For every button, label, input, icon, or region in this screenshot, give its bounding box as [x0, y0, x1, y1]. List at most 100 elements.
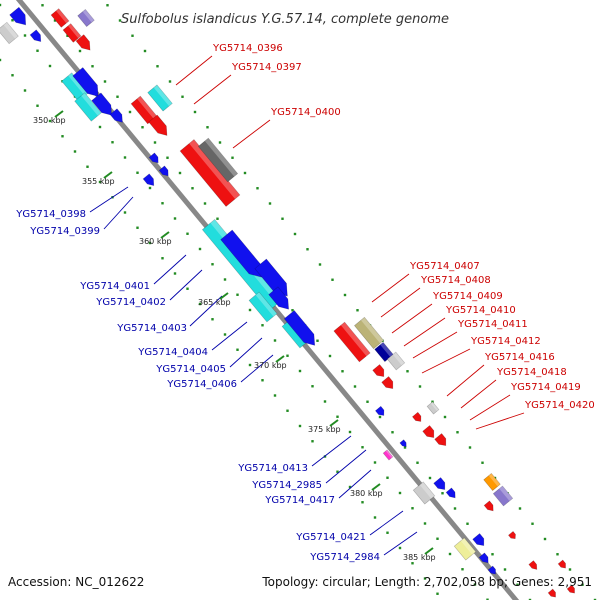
gene-feature: [508, 530, 516, 540]
frame-dot: [61, 135, 64, 138]
gene-arrow: [487, 565, 496, 575]
frame-dot: [503, 568, 507, 571]
frame-dot: [423, 577, 427, 580]
label-leader-line: [193, 74, 232, 105]
gene-box-highlight: [488, 473, 501, 487]
frame-dot: [161, 202, 164, 205]
gene-box-highlight: [360, 317, 384, 344]
frame-dot: [286, 354, 289, 357]
frame-dot: [423, 522, 427, 525]
gene-box: [453, 537, 477, 561]
label-leader-line: [325, 449, 367, 484]
gene-arrow: [472, 533, 485, 546]
gene-feature: [354, 316, 384, 350]
gene-feature: [72, 67, 99, 97]
gene-arrow: [148, 152, 159, 164]
gene-label: YG5714_0403: [116, 323, 187, 334]
frame-dot: [116, 95, 119, 98]
frame-dot: [111, 141, 114, 144]
gene-box: [492, 485, 514, 507]
tick-mark: [54, 110, 64, 118]
tick-label: 385 kbp: [403, 553, 436, 562]
gene-label: YG5714_0404: [137, 347, 208, 358]
frame-dot: [391, 431, 394, 434]
gene-arrow: [72, 67, 99, 97]
gene-feature: [248, 291, 278, 323]
gene-feature: [268, 286, 289, 310]
frame-dot: [136, 226, 139, 229]
gene-arrow: [9, 6, 27, 26]
frame-dot: [248, 363, 252, 367]
gene-feature: [148, 114, 168, 136]
frame-dot: [103, 80, 107, 83]
gene-feature: [77, 8, 95, 28]
frame-dot: [248, 308, 252, 312]
gene-feature: [382, 449, 394, 461]
gene-box-highlight: [392, 352, 405, 366]
frame-dot: [78, 49, 82, 53]
frame-dot: [411, 562, 414, 565]
frame-dot: [353, 385, 357, 388]
gene-feature: [434, 433, 447, 446]
frame-dot: [216, 217, 219, 220]
gene-arrow: [399, 439, 407, 448]
gene-feature: [386, 351, 406, 371]
tick-label: 375 kbp: [308, 425, 341, 434]
frame-dot: [41, 4, 44, 7]
gene-feature: [148, 152, 159, 164]
frame-dot: [86, 165, 89, 168]
gene-feature: [483, 472, 501, 492]
frame-dot: [341, 370, 344, 373]
gene-arrow: [557, 559, 566, 569]
gene-feature: [472, 533, 485, 546]
gene-arrow: [29, 29, 42, 43]
frame-dot: [128, 110, 132, 114]
gene-feature: [158, 165, 169, 177]
gene-box: [197, 137, 239, 183]
gene-label: YG5714_0397: [231, 62, 302, 73]
tick-label: 360 kbp: [139, 237, 172, 246]
gene-box: [382, 449, 394, 461]
gene-box-highlight: [137, 96, 157, 119]
gene-box: [386, 351, 406, 371]
gene-feature: [197, 137, 239, 183]
gene-label: YG5714_0411: [457, 319, 528, 330]
label-leader-line: [89, 186, 129, 213]
gene-feature: [375, 405, 385, 416]
gene-feature: [557, 559, 566, 569]
frame-dot: [306, 248, 309, 251]
label-leader-line: [446, 364, 485, 397]
gene-arrow: [547, 588, 556, 598]
frame-dot: [166, 156, 169, 159]
frame-dot: [286, 409, 289, 412]
frame-dot: [486, 598, 489, 600]
frame-dot: [481, 461, 484, 464]
frame-dot: [336, 470, 339, 473]
label-leader-line: [240, 354, 274, 383]
gene-feature: [483, 500, 494, 512]
tick-mark: [329, 419, 339, 427]
gene-feature: [566, 584, 575, 594]
frame-dot: [136, 171, 139, 174]
gene-feature: [147, 84, 173, 112]
frame-dot: [331, 278, 334, 281]
label-leader-line: [412, 331, 458, 359]
gene-label: YG5714_0406: [166, 379, 237, 390]
gene-box-highlight: [380, 342, 394, 358]
gene-feature: [426, 401, 440, 415]
frame-dot: [193, 110, 197, 114]
frame-dot: [173, 217, 177, 220]
gene-label: YG5714_0398: [15, 209, 86, 220]
gene-feature: [487, 565, 496, 575]
tick-label: 370 kbp: [254, 361, 287, 370]
gene-feature: [75, 34, 91, 51]
frame-dot: [343, 293, 347, 297]
frame-dot: [231, 156, 234, 159]
gene-label: YG5714_0421: [295, 532, 366, 543]
gene-label: YG5714_0410: [445, 305, 516, 316]
frame-dot: [23, 89, 27, 92]
frame-dot: [416, 461, 419, 464]
gene-feature: [381, 376, 394, 389]
gene-box-highlight: [68, 23, 81, 39]
frame-dot: [181, 95, 184, 98]
